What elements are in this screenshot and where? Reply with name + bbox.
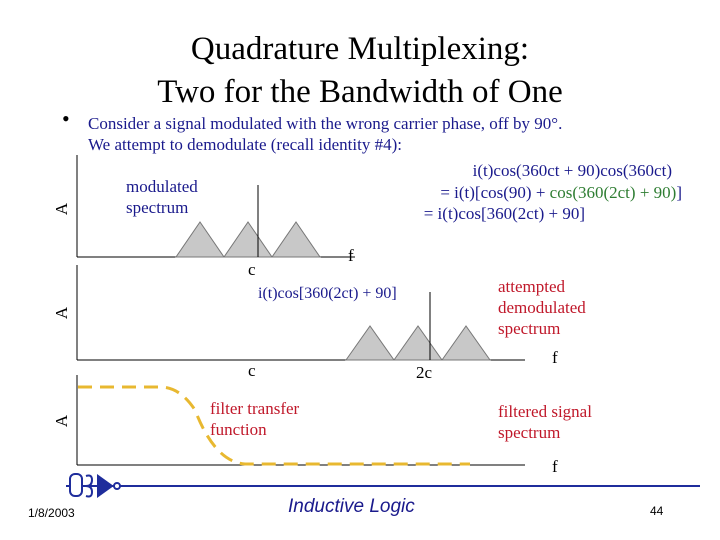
inductive-logic-logo <box>66 473 122 498</box>
filter-label-line2: function <box>210 420 267 439</box>
panel2-lobe-right <box>441 325 491 361</box>
bullet-line1: Consider a signal modulated with the wro… <box>88 114 563 133</box>
panel2-signal-label: i(t)cos[360(2ct) + 90] <box>258 285 397 302</box>
slide-title-line1: Quadrature Multiplexing: <box>190 31 530 67</box>
filter-label-line1: filter transfer <box>210 399 300 418</box>
panel1-f-label: f <box>348 246 354 265</box>
bullet-line2: We attempt to demodulate (recall identit… <box>88 135 402 154</box>
panel1-lobe-left <box>175 221 225 258</box>
filtered-label-line1: filtered signal <box>498 402 592 421</box>
equation-line2: = i(t)[cos(90) + cos(360(2ct) + 90)] <box>440 183 682 202</box>
slide-title-line2: Two for the Bandwidth of One <box>157 74 563 110</box>
modulated-spectrum-label-line1: modulated <box>126 177 198 196</box>
panel1-c-label: c <box>248 260 256 279</box>
equation-line3: = i(t)cos[360(2ct) + 90] <box>423 204 585 223</box>
filtered-label-line2: spectrum <box>498 423 561 442</box>
footer-page-number: 44 <box>650 504 664 518</box>
footer-company: Inductive Logic <box>288 496 415 517</box>
panel2-c-label: c <box>248 361 256 380</box>
demodulated-label-line2: demodulated <box>498 298 586 317</box>
panel2-lobe-left <box>345 325 395 361</box>
footer-date: 1/8/2003 <box>28 506 75 520</box>
panel2-lobe-center <box>393 325 443 361</box>
panel2-f-label: f <box>552 348 558 367</box>
filter-transfer-curve <box>78 385 470 466</box>
bullet-marker: • <box>62 106 70 131</box>
panel1-lobe-right <box>271 221 321 258</box>
demodulated-label-line1: attempted <box>498 277 566 296</box>
equation-line1: i(t)cos(360ct + 90)cos(360ct) <box>472 161 672 180</box>
panel1-lobe-center-left <box>223 221 273 258</box>
panel2-2c-label: 2c <box>416 363 433 382</box>
demodulated-label-line3: spectrum <box>498 319 561 338</box>
panel3-f-label: f <box>552 457 558 476</box>
modulated-spectrum-label-line2: spectrum <box>126 198 189 217</box>
